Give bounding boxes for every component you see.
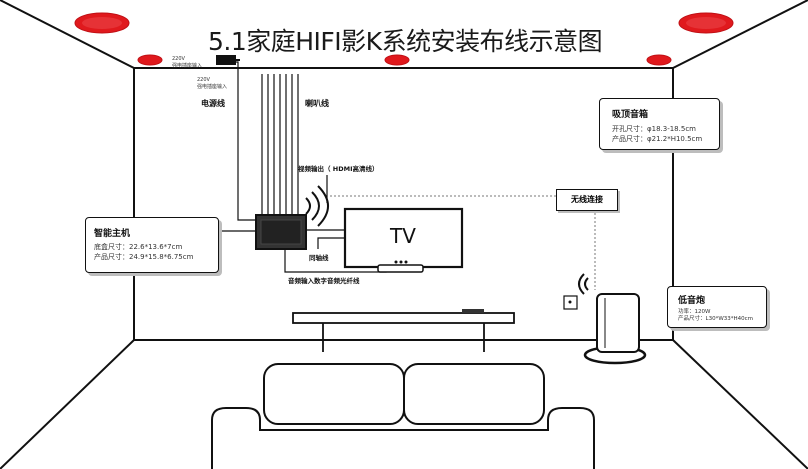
host-card-line: 产品尺寸：24.9*15.8*6.75cm [94,253,194,261]
power-cable-label: 电源线 [201,99,225,108]
power-input-note: 强电插座输入 [197,84,228,90]
ceiling-speaker-icon [678,12,734,34]
tv-label: TV [390,224,416,248]
host-card-title: 智能主机 [94,229,131,239]
speaker-cable-label: 喇叭线 [305,99,329,108]
subwoofer-card-line: 产品尺寸：L30*W33*H40cm [678,316,754,322]
ceiling-speaker-icon [74,12,130,34]
subwoofer-info-card: 低音炮 功率：120W 产品尺寸：L30*W33*H40cm [667,286,767,328]
tv-cabinet [292,309,515,352]
power-input-voltage: 220V [197,77,210,83]
power-socket-icon [563,295,578,310]
power-input-voltage: 220V [172,56,185,62]
subwoofer-card-line: 功率：120W [678,309,711,315]
tv-screen-icon [343,207,464,273]
ceiling-card-title: 吸顶音箱 [612,110,649,120]
wireless-connection-label: 无线连接 [556,189,618,211]
sofa [211,363,595,469]
power-plug-icon [216,55,240,65]
wifi-signal-icon [305,185,329,227]
subwoofer-card-title: 低音炮 [678,296,706,306]
power-input-label: 220V 强电插座输入 [172,56,202,69]
power-input-note: 强电插座输入 [172,63,203,69]
ceiling-speaker-icon [384,54,410,66]
power-input-label: 220V 强电插座输入 [197,77,227,90]
subwoofer-icon [583,293,647,365]
ceiling-card-line: 产品尺寸：φ21.2*H10.5cm [612,135,703,143]
wireless-link-line [330,195,596,290]
ceiling-speaker-info-card: 吸顶音箱 开孔尺寸：φ18.3-18.5cm 产品尺寸：φ21.2*H10.5c… [599,98,720,150]
cable-bundle [236,61,299,221]
ceiling-speaker-icon [646,54,672,66]
video-output-label: 视频输出（ HDMI高清线） [298,165,379,173]
coax-label: 同轴线 [309,254,329,262]
ceiling-card-line: 开孔尺寸：φ18.3-18.5cm [612,125,696,133]
host-info-card: 智能主机 底盒尺寸：22.6*13.6*7cm 产品尺寸：24.9*15.8*6… [85,217,219,273]
diagram-title: 5.1家庭HIFI影K系统安装布线示意图 [208,27,603,56]
smart-host-device-icon [255,214,307,250]
wifi-signal-icon [578,273,589,295]
optical-label: 音频输入数字音频光纤线 [288,277,360,285]
host-card-line: 底盒尺寸：22.6*13.6*7cm [94,243,183,251]
ceiling-speaker-icon [137,54,163,66]
